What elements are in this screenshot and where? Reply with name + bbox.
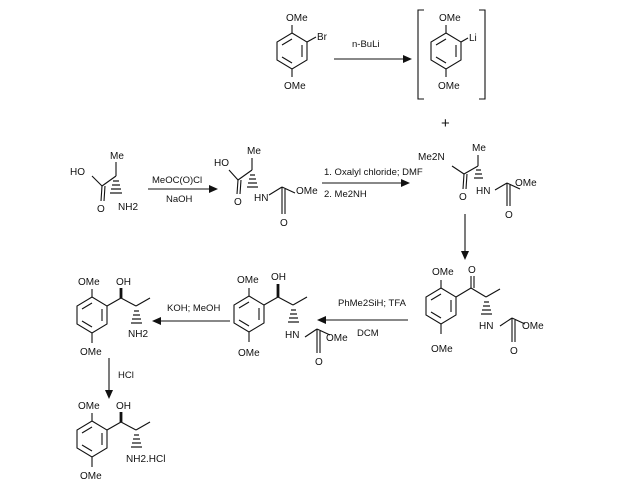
compound-amino-alcohol: OMe OH NH2 OMe [76, 277, 151, 358]
plus-sign: + [441, 115, 450, 132]
nh2-label: NH2 [118, 202, 138, 213]
oh-label: OH [116, 401, 131, 412]
ome-label: OMe [296, 186, 318, 197]
ome-label: OMe [80, 471, 102, 482]
compound-aryl-ketone: OMe O HN OMe O OMe [425, 265, 544, 357]
me-label: Me [247, 146, 261, 157]
o-label: O [468, 265, 476, 276]
me-label: Me [110, 151, 124, 162]
reagent-label: 2. Me2NH [324, 189, 367, 200]
oh-label: OH [116, 277, 131, 288]
reagent-label: n-BuLi [352, 39, 379, 50]
reagent-label: MeOC(O)Cl [152, 175, 202, 186]
compound-lithio-intermediate: OMe Li OMe [417, 9, 486, 100]
li-label: Li [469, 33, 477, 44]
o-label: O [234, 197, 242, 208]
reagent-label: HCl [118, 370, 134, 381]
ome-label: OMe [80, 347, 102, 358]
compound-moc-alanine: HO Me O HN OMe O [214, 146, 318, 229]
hn-label: HN [285, 330, 299, 341]
me-label: Me [472, 143, 486, 154]
o-label: O [280, 218, 288, 229]
ome-label: OMe [238, 348, 260, 359]
compound-dimethylamide: Me2N Me O HN OMe O [418, 143, 537, 221]
hn-label: HN [254, 193, 268, 204]
nh2-label: NH2 [128, 329, 148, 340]
nh2hcl-label: NH2.HCl [126, 454, 165, 465]
ho-label: HO [70, 167, 85, 178]
oh-label: OH [271, 272, 286, 283]
reagent-label: 1. Oxalyl chloride; DMF [324, 167, 423, 178]
reagent-label: KOH; MeOH [167, 303, 220, 314]
compound-carbamate-alcohol: OMe OH HN OMe O OMe [233, 272, 348, 368]
reaction-arrow-salt-formation: HCl [105, 358, 134, 399]
reaction-arrow-hydrolysis: KOH; MeOH [152, 303, 230, 325]
ome-label: OMe [438, 81, 460, 92]
compound-bromo-dimethoxybenzene: OMe Br OMe [276, 13, 328, 92]
hn-label: HN [476, 186, 490, 197]
ome-label: OMe [326, 333, 348, 344]
hn-label: HN [479, 321, 493, 332]
reagent-label: PhMe2SiH; TFA [338, 298, 407, 309]
ho-label: HO [214, 158, 229, 169]
ome-label: OMe [78, 401, 100, 412]
reaction-arrow-amidation: 1. Oxalyl chloride; DMF 2. Me2NH [322, 167, 423, 200]
ome-label: OMe [432, 267, 454, 278]
br-label: Br [317, 32, 328, 43]
compound-hcl-salt: OMe OH NH2.HCl OMe [76, 401, 165, 482]
ome-label: OMe [237, 275, 259, 286]
ome-label: OMe [431, 344, 453, 355]
o-label: O [459, 192, 467, 203]
reagent-label: DCM [357, 328, 379, 339]
ome-label: OMe [78, 277, 100, 288]
ome-label: OMe [515, 178, 537, 189]
reaction-arrow-reduction: PhMe2SiH; TFA DCM [317, 298, 408, 339]
o-label: O [510, 346, 518, 357]
me2n-label: Me2N [418, 152, 445, 163]
reaction-arrow-down-addition [461, 214, 469, 260]
ome-label: OMe [284, 81, 306, 92]
o-label: O [315, 357, 323, 368]
ome-label: OMe [522, 321, 544, 332]
reagent-label: NaOH [166, 194, 193, 205]
reaction-arrow-lithiation: n-BuLi [334, 39, 412, 63]
ome-label: OMe [286, 13, 308, 24]
compound-alanine: HO Me O NH2 [70, 151, 138, 215]
o-label: O [505, 210, 513, 221]
ome-label: OMe [439, 13, 461, 24]
o-label: O [97, 204, 105, 215]
reaction-arrow-carbamoylation: MeOC(O)Cl NaOH [148, 175, 218, 205]
